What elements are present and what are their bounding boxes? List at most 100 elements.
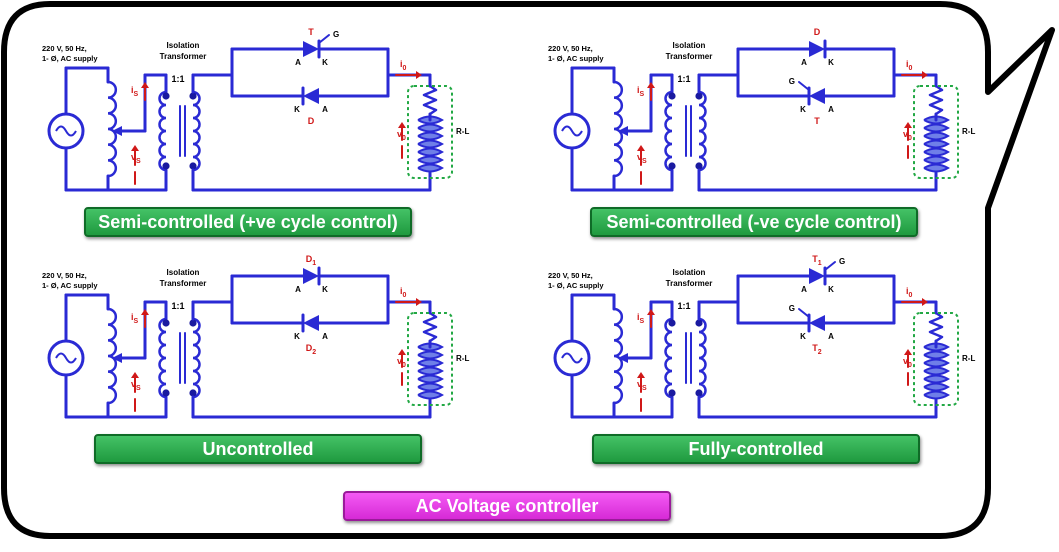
tap-arrow-icon bbox=[112, 353, 122, 363]
source-current-arrow-head bbox=[647, 82, 655, 88]
load-highlight-box bbox=[407, 85, 453, 179]
secondary-dot-bottom bbox=[695, 162, 703, 170]
terminal-cathode-label: K bbox=[828, 285, 834, 294]
supply-phase-label: 1- Ø, AC supply bbox=[42, 54, 98, 63]
gate-label: G bbox=[839, 257, 845, 266]
output-current-arrow-head bbox=[416, 298, 422, 306]
device-name-label: D1 bbox=[306, 254, 317, 267]
transformer-secondary-coil bbox=[698, 90, 707, 172]
panels.3.bottom-triangle bbox=[809, 315, 825, 331]
panels.3.bottom-gate-lead bbox=[798, 308, 810, 318]
terminal-anode-label: A bbox=[322, 332, 328, 341]
terminal-cathode-label: K bbox=[800, 105, 806, 114]
load-inductor bbox=[417, 342, 444, 400]
speech-bubble-outline bbox=[1, 1, 1055, 539]
primary-dot-top bbox=[668, 92, 676, 100]
terminal-anode-label: A bbox=[801, 58, 807, 67]
source-voltage-label: vS bbox=[637, 152, 647, 165]
secondary-dot-bottom bbox=[189, 389, 197, 397]
panels.1.bottom-triangle bbox=[809, 88, 825, 104]
supply-phase-label: 1- Ø, AC supply bbox=[548, 281, 604, 290]
source-voltage-label: vS bbox=[131, 379, 141, 392]
primary-dot-bottom bbox=[162, 389, 170, 397]
terminal-cathode-label: K bbox=[294, 332, 300, 341]
load-resistor bbox=[928, 84, 944, 116]
panels.2.bottom-triangle bbox=[303, 315, 319, 331]
secondary-dot-top bbox=[189, 319, 197, 327]
turns-ratio-label: 1:1 bbox=[171, 74, 184, 84]
panels.3.top-triangle bbox=[809, 268, 825, 284]
turns-ratio-label: 1:1 bbox=[171, 301, 184, 311]
output-current-label: i0 bbox=[400, 59, 407, 72]
output-current-arrow-head bbox=[922, 298, 928, 306]
source-voltage-arrow-head bbox=[637, 145, 645, 151]
transformer-subtitle-label: Transformer bbox=[666, 52, 713, 61]
terminal-anode-label: A bbox=[295, 285, 301, 294]
device-name-label: D2 bbox=[306, 343, 317, 356]
panels.0.top-gate-lead bbox=[318, 34, 330, 44]
load-inductor bbox=[923, 115, 950, 173]
output-current-label: i0 bbox=[906, 59, 913, 72]
terminal-cathode-label: K bbox=[294, 105, 300, 114]
output-voltage-arrow-head bbox=[904, 122, 912, 128]
transformer-subtitle-label: Transformer bbox=[160, 279, 207, 288]
circuit-panel-p4: 220 V, 50 Hz,1- Ø, AC supplyIsolationTra… bbox=[548, 254, 975, 419]
load-highlight-box bbox=[913, 85, 959, 179]
output-voltage-arrow-head bbox=[904, 349, 912, 355]
device-name-label: T bbox=[814, 116, 820, 126]
ac-sine-icon bbox=[561, 125, 583, 137]
source-voltage-arrow-head bbox=[637, 372, 645, 378]
output-current-arrow-head bbox=[922, 71, 928, 79]
panels.1.top-triangle bbox=[809, 41, 825, 57]
load-label: R-L bbox=[962, 127, 975, 136]
load-inductor bbox=[923, 342, 950, 400]
secondary-dot-top bbox=[695, 319, 703, 327]
source-voltage-label: vS bbox=[131, 152, 141, 165]
primary-dot-top bbox=[162, 319, 170, 327]
turns-ratio-label: 1:1 bbox=[677, 74, 690, 84]
terminal-cathode-label: K bbox=[322, 285, 328, 294]
ac-sine-icon bbox=[55, 125, 77, 137]
ac-sine-icon bbox=[55, 352, 77, 364]
gate-label: G bbox=[789, 304, 795, 313]
tap-arrow-icon bbox=[618, 126, 628, 136]
device-name-label: T1 bbox=[812, 254, 822, 267]
caption-semi-controlled-negative: Semi-controlled (-ve cycle control) bbox=[590, 207, 918, 237]
circuit-panel-p2: 220 V, 50 Hz,1- Ø, AC supplyIsolationTra… bbox=[548, 27, 975, 192]
load-label: R-L bbox=[456, 354, 469, 363]
source-current-arrow-head bbox=[141, 82, 149, 88]
supply-phase-label: 1- Ø, AC supply bbox=[548, 54, 604, 63]
transformer-title-label: Isolation bbox=[167, 268, 200, 277]
device-name-label: D bbox=[308, 116, 315, 126]
primary-dot-bottom bbox=[668, 389, 676, 397]
circuit-panel-p1: 220 V, 50 Hz,1- Ø, AC supplyIsolationTra… bbox=[42, 27, 469, 192]
primary-dot-top bbox=[162, 92, 170, 100]
tap-arrow-icon bbox=[112, 126, 122, 136]
output-current-label: i0 bbox=[906, 286, 913, 299]
output-voltage-arrow-head bbox=[398, 122, 406, 128]
primary-dot-bottom bbox=[668, 162, 676, 170]
output-voltage-label: v0 bbox=[903, 129, 912, 142]
terminal-anode-label: A bbox=[828, 105, 834, 114]
autotransformer-coil bbox=[107, 307, 118, 405]
panels.1.bottom-gate-lead bbox=[798, 81, 810, 91]
autotransformer-coil bbox=[613, 80, 624, 178]
device-name-label: T bbox=[308, 27, 314, 37]
supply-rating-label: 220 V, 50 Hz, bbox=[42, 271, 87, 280]
transformer-secondary-coil bbox=[192, 90, 201, 172]
terminal-cathode-label: K bbox=[322, 58, 328, 67]
source-current-label: iS bbox=[131, 312, 139, 325]
output-voltage-label: v0 bbox=[397, 129, 406, 142]
source-current-arrow-head bbox=[647, 309, 655, 315]
transformer-subtitle-label: Transformer bbox=[666, 279, 713, 288]
source-current-label: iS bbox=[637, 85, 645, 98]
source-current-label: iS bbox=[637, 312, 645, 325]
supply-rating-label: 220 V, 50 Hz, bbox=[548, 271, 593, 280]
transformer-primary-coil bbox=[664, 317, 673, 399]
load-highlight-box bbox=[913, 312, 959, 406]
terminal-anode-label: A bbox=[801, 285, 807, 294]
ac-sine-icon bbox=[561, 352, 583, 364]
secondary-dot-top bbox=[695, 92, 703, 100]
